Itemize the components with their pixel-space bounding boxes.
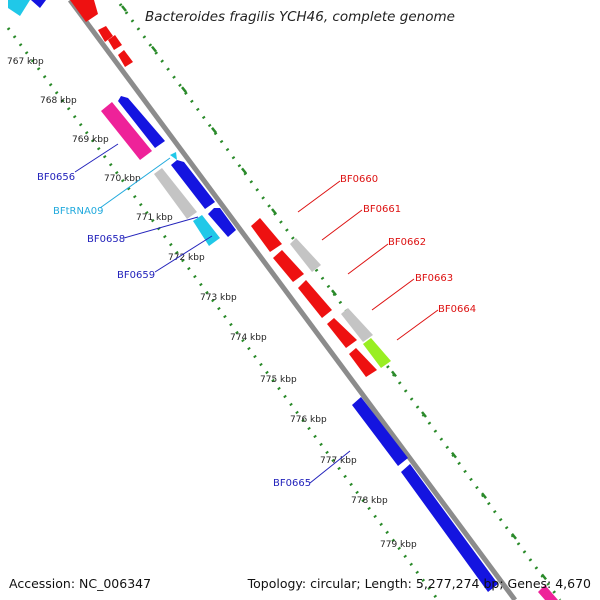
scale-label: 772 kbp — [168, 253, 205, 263]
inner-dotted-ring — [6, 27, 440, 600]
gene-red-top-1 — [70, 0, 98, 22]
gene-bf0656 — [101, 102, 152, 160]
outer-ring-tick — [451, 451, 457, 459]
gene-label-bf0665[interactable]: BF0665 — [273, 478, 311, 489]
gene-bf0662 — [298, 280, 332, 318]
gene-bf0660 — [251, 218, 282, 252]
gene-bf0661 — [290, 238, 321, 272]
gene-cyan-top — [8, 0, 30, 16]
scale-label: 771 kbp — [136, 213, 173, 223]
gene-bftrna09 — [170, 152, 177, 160]
gene-blue-top — [31, 0, 46, 8]
gene-magenta-bottom — [538, 585, 558, 600]
outer-ring-tick — [391, 370, 397, 378]
gene-grey-770 — [154, 168, 197, 219]
gene-blue-769 — [118, 96, 165, 148]
gene-red-0664b — [349, 348, 377, 377]
topology-summary: Topology: circular; Length: 5,277,274 bp… — [247, 576, 591, 591]
gene-label-bf0659[interactable]: BF0659 — [117, 270, 155, 281]
gene-blue-770 — [171, 160, 215, 209]
gene-label-bf0658[interactable]: BF0658 — [87, 234, 125, 245]
scale-label: 777 kbp — [320, 456, 357, 466]
outer-ring-tick — [151, 45, 157, 53]
connector-bf0665 — [309, 450, 351, 484]
outer-ring-tick — [541, 573, 547, 581]
gene-red-top-2 — [98, 26, 113, 42]
gene-blue-776 — [352, 397, 408, 466]
gene-label-bf0656[interactable]: BF0656 — [37, 172, 75, 183]
outer-ring-tick — [121, 5, 127, 12]
outer-ring-tick — [241, 167, 247, 175]
label-connectors — [74, 143, 439, 484]
scale-label: 767 kbp — [7, 57, 44, 67]
connector-bf0664 — [396, 309, 439, 341]
gene-red-0660b — [273, 250, 304, 282]
gene-label-bf0661[interactable]: BF0661 — [363, 204, 401, 215]
scale-label: 776 kbp — [290, 415, 327, 425]
connector-bf0662 — [347, 243, 389, 275]
gene-label-bf0664[interactable]: BF0664 — [438, 304, 476, 315]
gene-bf0659 — [208, 208, 236, 237]
connector-bf0658 — [123, 216, 199, 239]
gene-bf0663 — [341, 308, 373, 342]
connector-bf0660 — [297, 180, 341, 213]
map-title: Bacteroides fragilis YCH46, complete gen… — [145, 9, 455, 25]
outer-ring-tick — [481, 492, 487, 499]
scale-label: 778 kbp — [351, 496, 388, 506]
connector-bf0661 — [321, 209, 363, 241]
gene-label-bftrna09[interactable]: BFtRNA09 — [53, 206, 104, 217]
outer-ring-tick — [271, 208, 277, 215]
gene-bf0664 — [363, 338, 391, 368]
scale-label: 768 kbp — [40, 96, 77, 106]
connector-bftrna09 — [99, 157, 171, 209]
outer-ring-ticks — [121, 5, 547, 581]
connector-bf0656 — [74, 143, 119, 173]
outer-ring-tick — [211, 127, 217, 134]
outer-ring-tick — [421, 411, 427, 418]
gene-red-0662b — [327, 318, 357, 348]
scale-label: 773 kbp — [200, 293, 237, 303]
connector-bf0659 — [154, 235, 213, 273]
scale-label: 774 kbp — [230, 333, 267, 343]
outer-dotted-ring — [118, 3, 562, 600]
scale-label: 779 kbp — [380, 540, 417, 550]
gene-label-bf0662[interactable]: BF0662 — [388, 237, 426, 248]
outer-ring-tick — [511, 533, 517, 540]
gene-label-bf0663[interactable]: BF0663 — [415, 273, 453, 284]
gene-bf0658 — [193, 215, 220, 246]
accession-text: Accession: NC_006347 — [9, 576, 152, 591]
gene-red-top-4 — [118, 50, 133, 67]
gene-label-bf0660[interactable]: BF0660 — [340, 174, 378, 185]
gene-red-top-3 — [108, 35, 122, 50]
scale-label: 769 kbp — [72, 135, 109, 145]
connector-bf0663 — [371, 278, 415, 311]
outer-ring-tick — [331, 289, 337, 296]
genome-backbone — [67, 0, 518, 600]
gene-bf0665 — [401, 464, 498, 592]
scale-label: 775 kbp — [260, 375, 297, 385]
scale-label: 770 kbp — [104, 174, 141, 184]
outer-ring-tick — [181, 86, 187, 93]
